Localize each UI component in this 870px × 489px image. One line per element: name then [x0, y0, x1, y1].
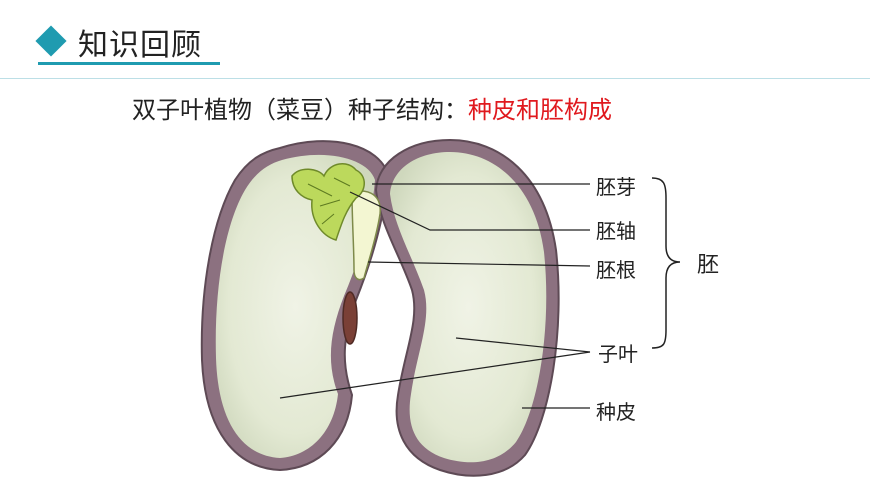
header: 知识回顾	[0, 0, 870, 80]
leader-lines	[279, 183, 591, 409]
label-radicle: 胚根	[596, 258, 636, 282]
label-plumule: 胚芽	[596, 175, 636, 199]
caption: 双子叶植物（菜豆）种子结构：种皮和胚构成	[132, 90, 612, 125]
header-divider	[0, 78, 870, 79]
plumule-veins	[307, 177, 351, 225]
embryo-brace	[651, 177, 681, 349]
caption-prefix: 双子叶植物（菜豆）种子结构：	[132, 96, 468, 124]
header-title: 知识回顾	[78, 28, 202, 63]
header-underline	[38, 62, 220, 65]
label-seed-coat: 种皮	[596, 400, 636, 424]
hilum	[342, 291, 358, 345]
radicle	[351, 190, 381, 281]
label-embryo: 胚	[697, 253, 720, 278]
label-hypocotyl: 胚轴	[596, 219, 636, 243]
label-cotyledon: 子叶	[598, 342, 638, 366]
plumule	[291, 163, 365, 241]
caption-highlight: 种皮和胚构成	[468, 96, 612, 124]
